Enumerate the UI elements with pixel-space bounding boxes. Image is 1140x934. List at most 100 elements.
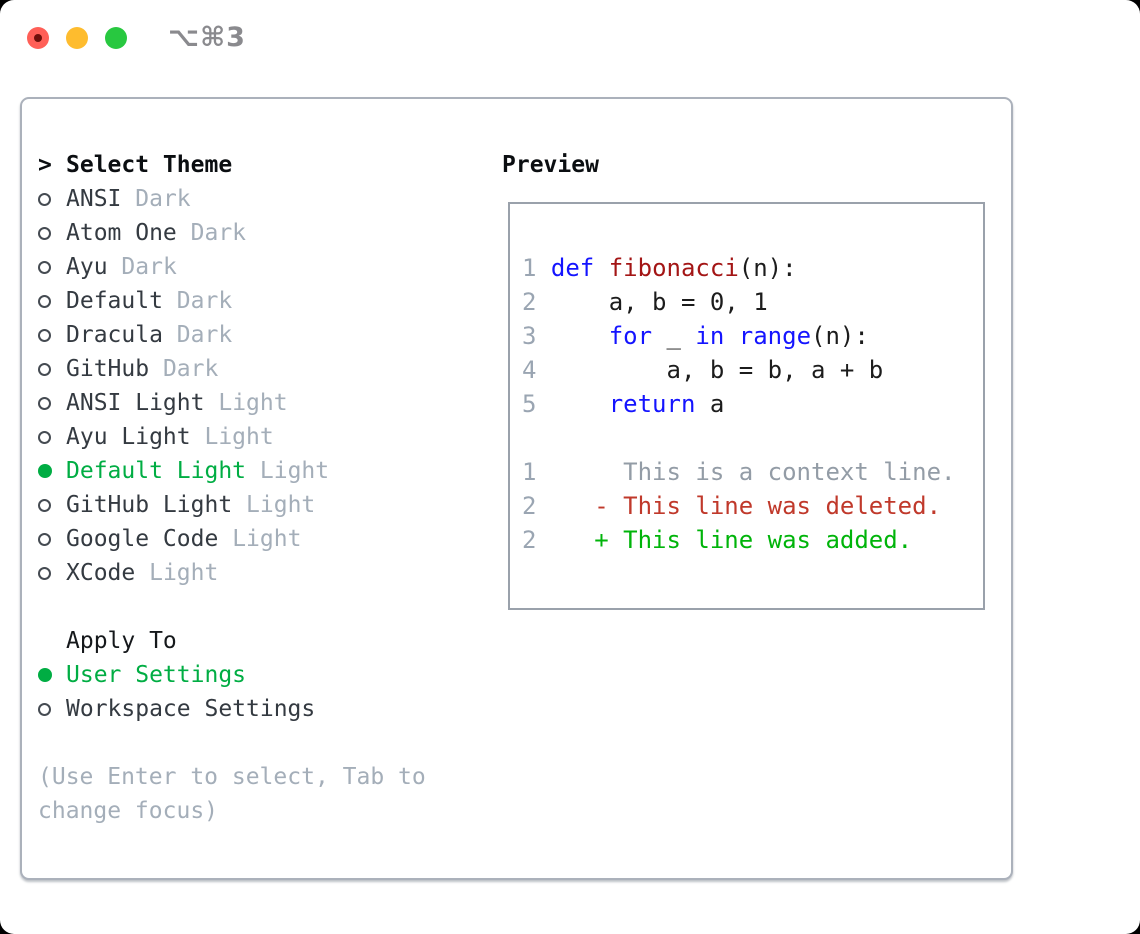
theme-option[interactable]: XCode Light [38,556,426,590]
theme-variant: Dark [176,322,233,348]
code-line: 2 - This line was deleted. [522,489,977,523]
code-line-number: 1 [522,458,537,486]
theme-variant: Dark [135,186,191,212]
theme-name: ANSI Light [66,390,205,416]
theme-name: Default Light [66,458,247,484]
theme-option-label: Default Dark [66,288,232,314]
theme-option-label: XCode Light [66,560,218,586]
code-token: fibonacci [608,254,739,282]
theme-option-label: Atom One Dark [66,220,246,246]
radio-icon [38,532,66,546]
selected-radio-icon [38,668,66,682]
close-button-dot [34,34,42,42]
theme-name: XCode [66,560,136,586]
theme-option[interactable]: Atom One Dark [38,216,426,250]
theme-variant: Light [246,492,316,518]
code-token: _ [652,322,696,350]
code-line: 1 This is a context line. [522,455,977,489]
code-line-number: 4 [522,356,537,384]
code-token: in [695,322,725,350]
apply-to-header: Apply To [38,624,426,658]
code-line: 4 a, b = b, a + b [522,353,977,387]
code-line-number: 2 [522,526,537,554]
radio-icon [38,362,66,376]
select-theme-header: > Select Theme [38,148,426,182]
code-token: a [695,390,725,418]
code-line: 2 a, b = 0, 1 [522,285,977,319]
code-line: 3 for _ in range(n): [522,319,977,353]
theme-option[interactable]: GitHub Dark [38,352,426,386]
theme-name: Atom One [66,220,177,246]
theme-name: Ayu Light [66,424,191,450]
close-button[interactable] [27,27,49,49]
theme-option[interactable]: Dracula Dark [38,318,426,352]
theme-option[interactable]: Default Light Light [38,454,426,488]
code-token [724,322,738,350]
code-line: 2 + This line was added. [522,523,977,557]
code-token [536,254,550,282]
theme-option[interactable]: ANSI Dark [38,182,426,216]
code-token: (n): [738,254,797,282]
theme-variant: Light [149,560,219,586]
theme-name: Ayu [66,254,108,280]
theme-option[interactable]: ANSI Light Light [38,386,426,420]
theme-name: Google Code [66,526,219,552]
apply-to-option-label: Workspace Settings [66,696,316,722]
window-traffic-lights [27,27,127,49]
apply-to-option[interactable]: Workspace Settings [38,692,426,726]
spacer [38,726,426,760]
apply-to-option[interactable]: User Settings [38,658,426,692]
theme-name: Dracula [66,322,163,348]
theme-option-label: Dracula Dark [66,322,232,348]
code-token: for [608,322,653,350]
theme-variant: Dark [190,220,247,246]
theme-variant: Dark [176,288,233,314]
selected-radio-icon [38,464,66,478]
select-theme-header-label: Select Theme [66,152,233,178]
theme-variant: Light [204,424,274,450]
code-token: a, b = b, a + b [536,356,884,384]
theme-option-label: Ayu Dark [66,254,177,280]
theme-option-label: Default Light Light [66,458,329,484]
theme-variant: Light [259,458,330,484]
theme-option-label: Google Code Light [66,526,301,552]
code-line-number: 5 [522,390,537,418]
code-token [536,322,608,350]
apply-to-option-label: User Settings [66,662,247,688]
theme-option[interactable]: Default Dark [38,284,426,318]
theme-name: ANSI [66,186,122,212]
theme-variant: Light [232,526,302,552]
theme-option[interactable]: Google Code Light [38,522,426,556]
theme-option[interactable]: Ayu Light Light [38,420,426,454]
theme-option[interactable]: GitHub Light Light [38,488,426,522]
theme-variant: Dark [162,356,219,382]
theme-name: GitHub Light [66,492,233,518]
focus-caret-icon: > [38,152,52,178]
code-token: return [608,390,696,418]
theme-option-label: ANSI Light Light [66,390,288,416]
radio-icon [38,294,66,308]
radio-icon [38,430,66,444]
theme-variant: Light [218,390,288,416]
code-token: (n): [811,322,869,350]
code-line-number: 2 [522,492,537,520]
code-token [536,390,608,418]
keyboard-hint-line-2: change focus) [38,798,219,824]
zoom-button[interactable] [105,27,127,49]
code-token: - This line was deleted. [536,492,942,520]
minimize-button[interactable] [66,27,88,49]
code-line [522,421,977,455]
window-title-shortcut: ⌥⌘3 [168,22,246,53]
apply-to-header-label: Apply To [66,628,177,654]
theme-option[interactable]: Ayu Dark [38,250,426,284]
radio-icon [38,396,66,410]
radio-icon [38,192,66,206]
theme-name: Default [66,288,163,314]
code-token: This is a context line. [536,458,956,486]
